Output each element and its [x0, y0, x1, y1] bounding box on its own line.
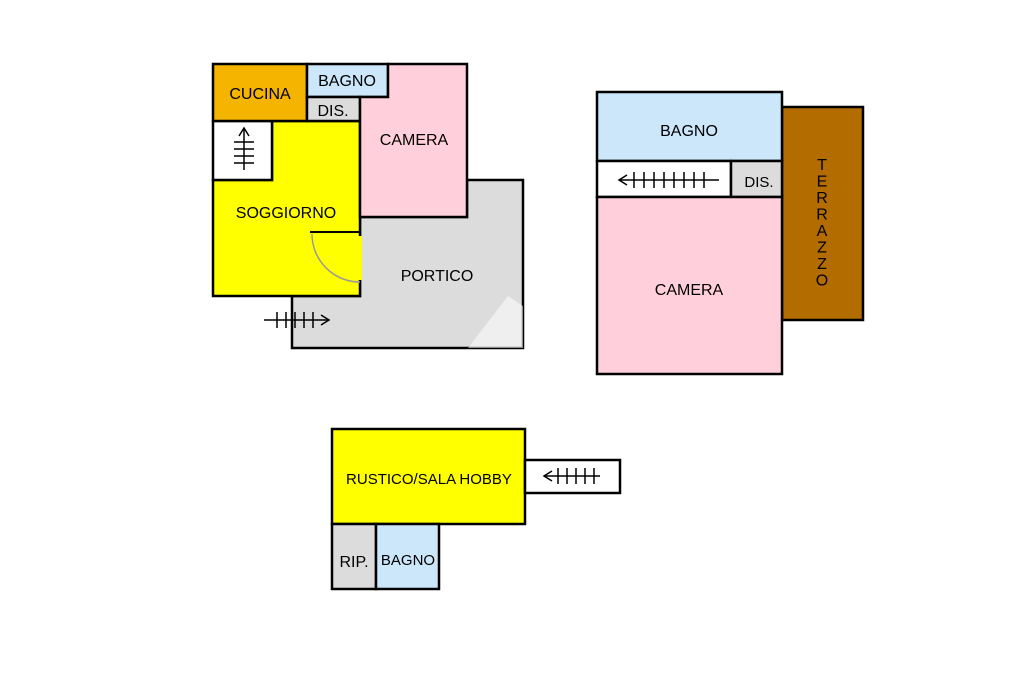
stair-up-icon — [234, 126, 254, 170]
camera-ground-label: CAMERA — [380, 132, 449, 149]
dis-first-label: DIS. — [744, 174, 773, 191]
soggiorno-label: SOGGIORNO — [236, 205, 336, 222]
bagno-basement-room — [374, 522, 441, 591]
stair-left-basement-icon — [542, 468, 600, 484]
dis-ground-label: DIS. — [317, 103, 348, 120]
rip-label: RIP. — [339, 554, 368, 571]
ground-floor: CUCINA BAGNO DIS. CAMERA SOGGIORNO PORTI… — [211, 62, 525, 350]
stair-left-icon — [617, 172, 719, 188]
camera-ground-room — [358, 62, 469, 219]
watermark-logo — [468, 296, 523, 348]
cucina-label: CUCINA — [229, 86, 291, 103]
bagno-basement-label: BAGNO — [381, 552, 435, 569]
door-swing-icon — [311, 233, 361, 283]
rustico-label: RUSTICO/SALA HOBBY — [346, 471, 512, 488]
camera-first-room — [595, 195, 784, 376]
portico-label: PORTICO — [401, 268, 474, 285]
bagno-ground-label: BAGNO — [318, 73, 376, 90]
bagno-first-label: BAGNO — [660, 123, 718, 140]
stair-right-icon — [264, 312, 331, 328]
camera-first-label: CAMERA — [655, 282, 724, 299]
rip-room — [330, 522, 378, 591]
rustico-room — [330, 427, 527, 526]
basement-floor: RUSTICO/SALA HOBBY RIP. BAGNO — [330, 427, 622, 591]
